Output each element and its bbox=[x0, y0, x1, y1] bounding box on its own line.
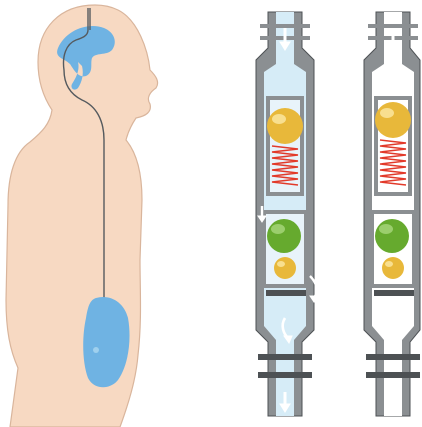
green-ball bbox=[267, 219, 301, 253]
lower-gold-ball bbox=[274, 257, 296, 279]
upper-gold-ball-closed bbox=[375, 102, 411, 138]
fluid-drop bbox=[93, 347, 99, 353]
body-silhouette bbox=[6, 5, 158, 427]
lower-gold-ball-closed bbox=[382, 257, 404, 279]
patient-panel bbox=[6, 5, 158, 427]
upper-gold-ball bbox=[267, 108, 303, 144]
green-ball-closed bbox=[375, 219, 409, 253]
valve-open-panel bbox=[256, 12, 318, 416]
valve-closed-panel bbox=[364, 12, 420, 416]
